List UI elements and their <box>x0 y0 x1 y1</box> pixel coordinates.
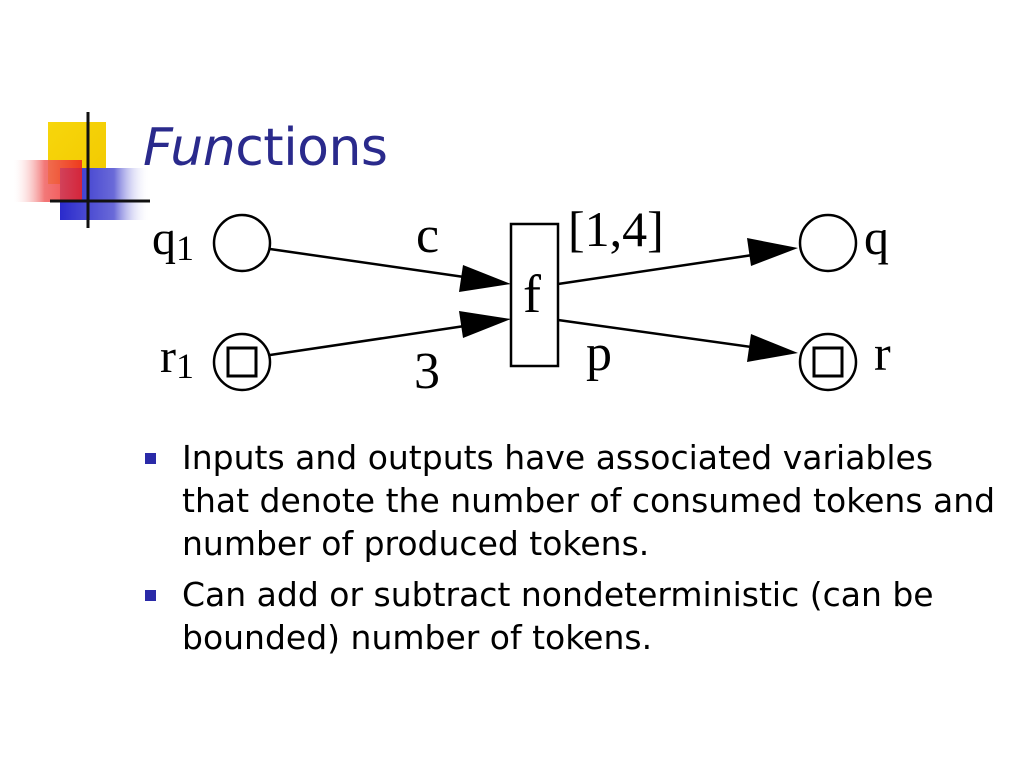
bullet-item: Inputs and outputs have associated varia… <box>145 436 1005 565</box>
edge-label-3: 3 <box>414 343 440 400</box>
input-q1-label: q1 <box>152 212 194 268</box>
edge-f-to-r <box>557 318 767 351</box>
output-q-label: q <box>864 209 889 265</box>
input-r1-label: r1 <box>160 330 194 386</box>
edge-label-p: p <box>586 325 612 382</box>
function-label: f <box>523 264 541 324</box>
slide-title-italic: Fun <box>143 118 236 178</box>
corner-decoration <box>14 112 150 228</box>
edge-label-range: [1,4] <box>568 201 664 257</box>
edge-r1-to-f <box>269 322 479 357</box>
output-r-square-icon <box>812 346 844 378</box>
arrowhead-q1-icon <box>459 265 511 292</box>
edge-label-c: c <box>416 207 439 264</box>
arrowhead-r1-icon <box>459 311 511 338</box>
edge-f-to-q <box>557 251 767 286</box>
decor-red-bar <box>14 160 82 202</box>
input-r1-square-icon <box>226 346 258 378</box>
slide-title-rest: ctions <box>235 118 388 178</box>
output-q-place <box>798 213 858 273</box>
output-r-label: r <box>874 325 891 381</box>
slide-title: Functions <box>143 122 388 174</box>
edge-q1-to-f <box>269 247 479 281</box>
bullet-text: Can add or subtract nondeterministic (ca… <box>182 575 934 657</box>
function-diagram: q1 r1 f c 3 [1,4] p q r <box>152 201 891 400</box>
bullet-square-icon <box>145 590 156 601</box>
bullet-item: Can add or subtract nondeterministic (ca… <box>145 573 1005 659</box>
input-r1-place <box>212 332 272 392</box>
input-q1-place <box>212 213 272 273</box>
arrowhead-r-icon <box>747 334 798 362</box>
bullet-square-icon <box>145 453 156 464</box>
output-r-place <box>798 332 858 392</box>
bullet-text: Inputs and outputs have associated varia… <box>182 438 996 563</box>
function-box <box>509 222 560 368</box>
bullet-list: Inputs and outputs have associated varia… <box>145 436 1005 667</box>
arrowhead-q-icon <box>747 238 798 266</box>
